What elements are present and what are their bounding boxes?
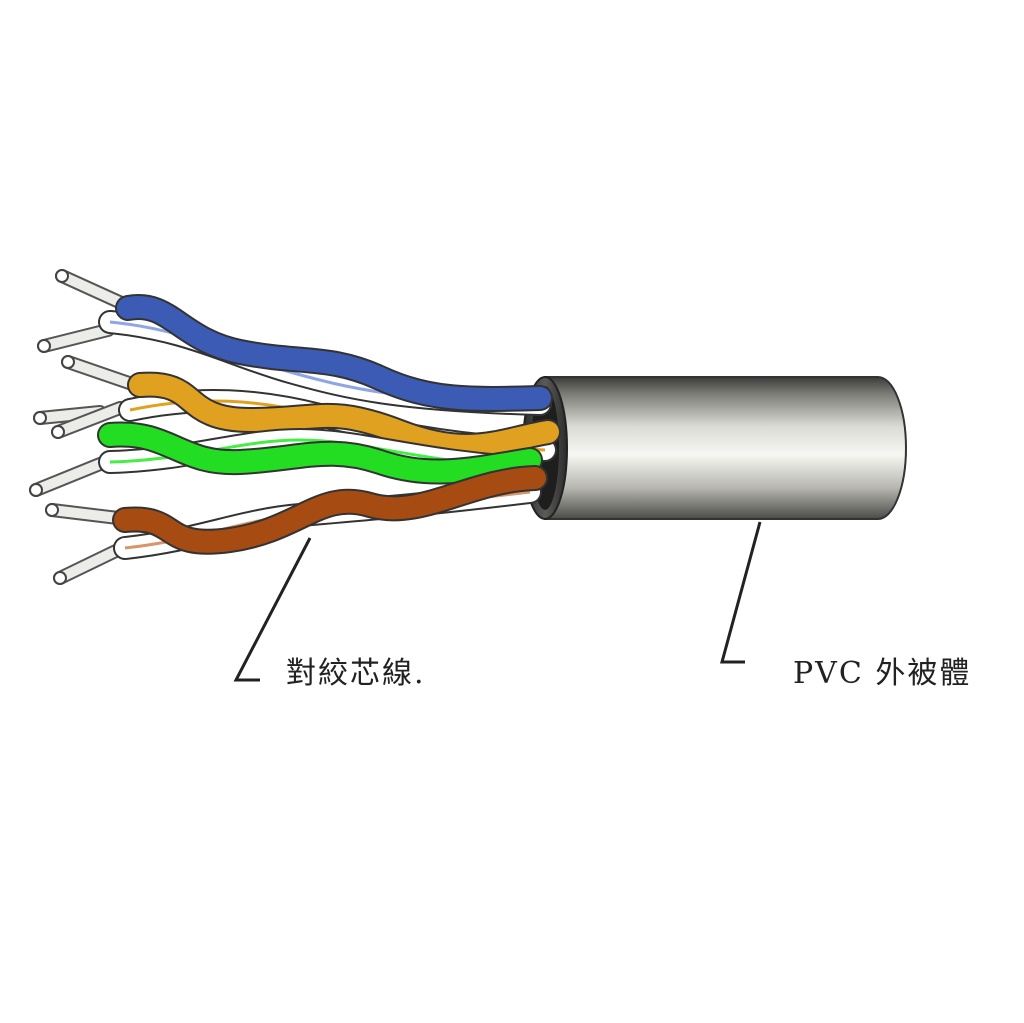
conductor-tip: [39, 325, 113, 351]
twisted-pair-brown: [112, 465, 548, 560]
twisted-pair-blue: [98, 293, 553, 416]
leader-line-jacket: [720, 521, 762, 664]
leader-line-pairs: [233, 537, 312, 682]
twisted-pair-green: [97, 421, 543, 485]
label-pvc-jacket: PVC 外被體: [793, 656, 972, 691]
conductor-end: [51, 425, 65, 439]
conductor-tip: [47, 505, 123, 523]
conductor-end: [53, 571, 67, 585]
conductor-end: [37, 339, 51, 353]
conductor-tip: [53, 403, 125, 437]
conductor-tip: [31, 459, 105, 495]
pvc-jacket: [522, 376, 907, 520]
twisted-pair-orange: [118, 371, 561, 462]
conductor-end: [61, 355, 75, 369]
label-twisted-pair: 對絞芯線.: [286, 656, 426, 691]
conductor-tip: [57, 271, 133, 311]
conductor-end: [55, 269, 69, 283]
conductor-end: [33, 411, 47, 425]
conductor-end: [29, 483, 43, 497]
conductor-end: [45, 503, 59, 517]
conductor-tips: [29, 269, 139, 585]
conductor-tip: [55, 543, 127, 583]
conductor-tip: [63, 357, 137, 389]
